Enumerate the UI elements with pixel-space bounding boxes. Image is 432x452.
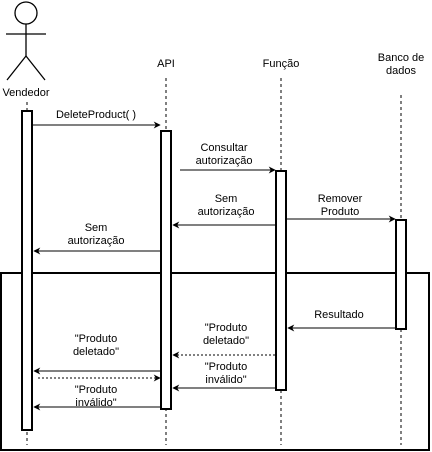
msg-sem-autorizacao-api-label: Sem autorização [197, 193, 255, 218]
msg-deletado-funcao-label: "Produto deletado" [202, 322, 250, 347]
msg-resultado-label: Resultado [314, 309, 364, 321]
msg-sem-autorizacao-vendedor-label: Sem autorização [67, 222, 125, 247]
msg-invalido-vendedor-label: "Produto inválido" [74, 384, 118, 409]
participant-banco-label: Banco de dados [377, 52, 425, 77]
activation-api [160, 130, 172, 410]
participant-funcao-label: Função [262, 58, 300, 70]
msg-remover-label: Remover Produto [317, 193, 363, 218]
msg-deletado-vendedor-label: "Produto deletado" [72, 333, 120, 358]
msg-consultar-label: Consultar autorização [195, 142, 253, 167]
participant-vendedor-label: Vendedor [2, 87, 50, 99]
actor-vendedor-figure [6, 1, 46, 81]
activation-vendedor [21, 110, 33, 431]
msg-deleteproduct-label: DeleteProduct( ) [55, 109, 137, 121]
activation-funcao [275, 170, 287, 391]
interaction-frame [0, 272, 430, 451]
activation-banco [395, 219, 407, 330]
participant-api-label: API [157, 58, 175, 70]
msg-invalido-funcao-label: "Produto inválido" [204, 361, 248, 386]
